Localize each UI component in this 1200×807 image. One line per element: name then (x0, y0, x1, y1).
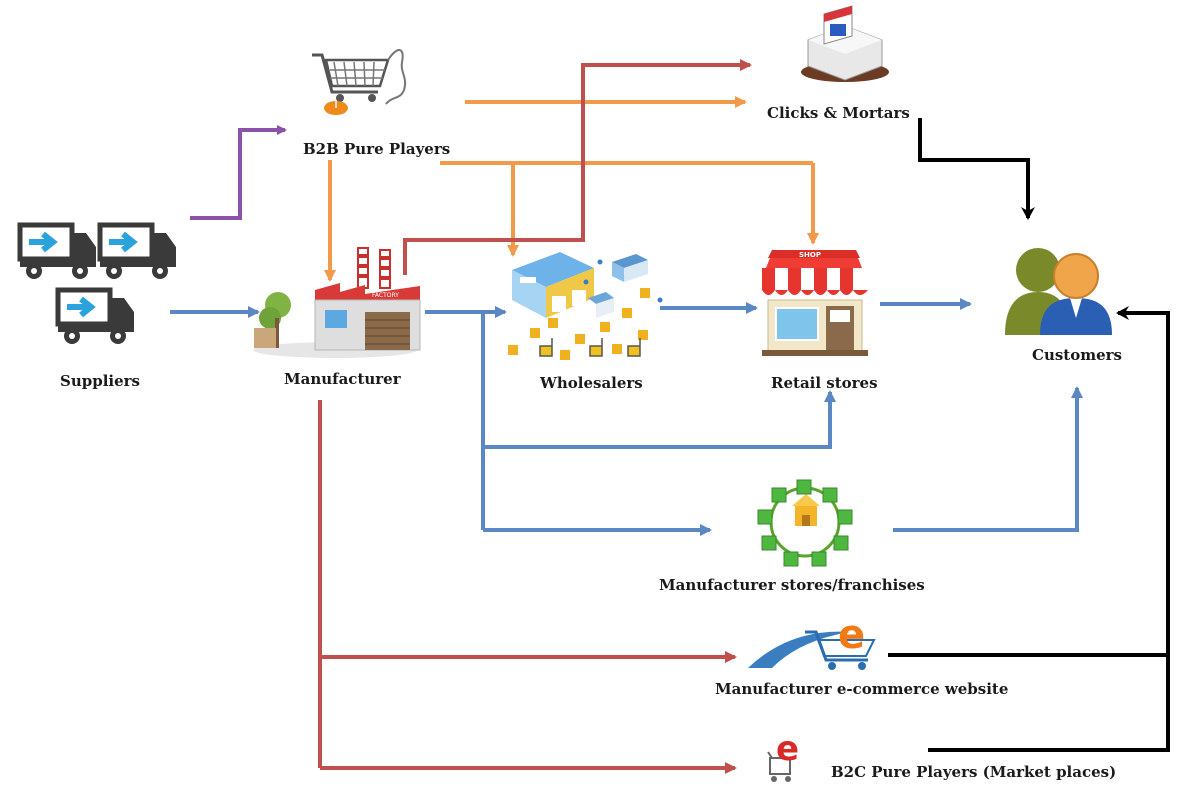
truck-icon (97, 222, 176, 279)
label-b2c-pure-players: B2C Pure Players (Market places) (831, 763, 1117, 781)
truck-icon (55, 287, 134, 344)
label-manufacturer-ecommerce: Manufacturer e-commerce website (715, 680, 1009, 698)
label-customers: Customers (1032, 346, 1122, 364)
warehouse-icon (508, 252, 663, 360)
label-manufacturer-stores: Manufacturer stores/franchises (659, 576, 925, 594)
flow-manufacturer-to-retail-direct (483, 390, 836, 449)
factory-sign: FACTORY (372, 292, 399, 299)
label-retail-stores: Retail stores (771, 374, 878, 392)
flow-clicks-mortars-to-customers (918, 118, 1035, 220)
label-suppliers: Suppliers (60, 372, 141, 390)
shopping-cart-mouse-icon (312, 49, 407, 115)
franchise-network-icon (757, 479, 853, 567)
shop-icon (762, 250, 868, 356)
ecommerce-cart-icon: e (748, 612, 876, 670)
flow-manufacturer-to-clicks-mortars (403, 59, 752, 275)
ecommerce-letter: e (838, 612, 865, 658)
b2c-cart-icon: e (767, 729, 799, 782)
label-manufacturer: Manufacturer (284, 370, 401, 388)
label-clicks-mortars: Clicks & Mortars (767, 104, 910, 122)
shop-sign: SHOP (799, 251, 821, 259)
cash-register-icon (801, 5, 889, 82)
factory-icon (253, 247, 421, 358)
b2c-letter: e (776, 729, 799, 769)
truck-icon (17, 222, 96, 279)
flow-own-stores-to-customers (893, 386, 1083, 532)
flow-b2c-to-customers (928, 655, 1170, 752)
customers-icon (1005, 248, 1112, 335)
flow-suppliers-to-b2b (190, 125, 287, 220)
label-b2b-pure-players: B2B Pure Players (303, 140, 451, 158)
flow-ecommerce-to-customers (888, 306, 1170, 657)
label-wholesalers: Wholesalers (540, 374, 643, 392)
